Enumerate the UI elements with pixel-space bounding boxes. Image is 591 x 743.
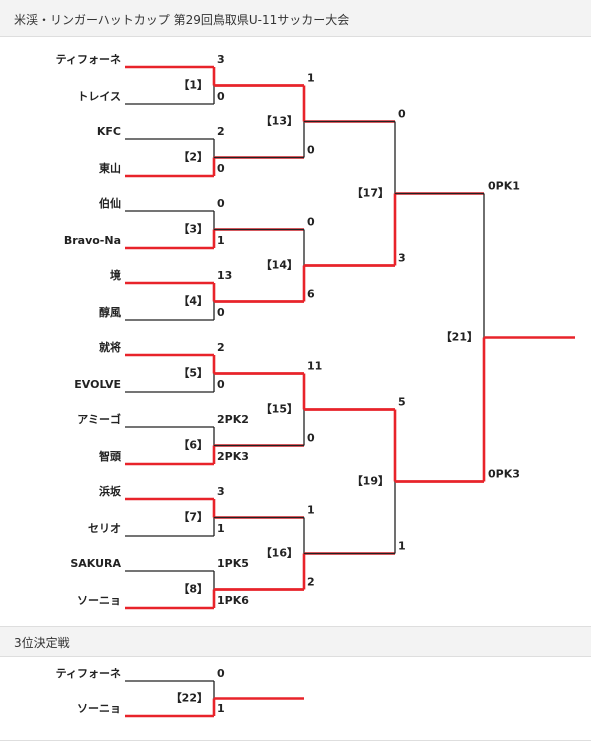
team-name: Bravo-Na [64,234,121,247]
round3-match-1-label: 【17】 [352,187,389,200]
round2-match-1-score-bottom: 0 [307,144,315,157]
round2-match-4-label: 【16】 [261,547,298,560]
round1-match-5-score-top: 2 [217,341,225,354]
team-name: トレイス [77,90,121,103]
round2-match-2-score-top: 0 [307,216,315,229]
round1-match-8-label: 【8】 [178,583,208,596]
third-place-match-label: 【22】 [171,692,208,705]
round2-match-3-score-top: 11 [307,360,322,373]
round1-match-2-score-bottom: 0 [217,162,225,175]
round2-match-3-label: 【15】 [261,403,298,416]
team-name: 浜坂 [99,484,122,498]
final-match-score-top: 0PK1 [488,180,520,193]
round1-match-6-label: 【6】 [178,439,208,452]
round1-match-1-score-bottom: 0 [217,90,225,103]
third-place-match-score-top: 0 [217,667,225,680]
round2-match-1-score-top: 1 [307,72,315,85]
round3-match-2-label: 【19】 [352,475,389,488]
round1-match-8-score-bottom: 1PK6 [217,594,249,607]
round1-match-7-score-bottom: 1 [217,522,225,535]
team-name: KFC [97,125,121,138]
team-name: 東山 [99,161,121,175]
team-name: ソーニョ [77,594,121,607]
round1-match-1-label: 【1】 [178,79,208,92]
round1-match-5-label: 【5】 [178,367,208,380]
round1-match-4-score-top: 13 [217,269,232,282]
round1-match-1-score-top: 3 [217,53,225,66]
round1-match-8-score-top: 1PK5 [217,557,249,570]
team-name: 智頭 [99,449,122,463]
bottom-divider [0,740,591,741]
round3-match-1-score-top: 0 [398,108,406,121]
third-place-match-score-bottom: 1 [217,702,225,715]
third-place-title: 3位決定戦 [14,636,70,650]
round2-match-3-score-bottom: 0 [307,432,315,445]
page-header: 米渓・リンガーハットカップ 第29回鳥取県U-11サッカー大会 [0,0,591,37]
team-name: SAKURA [70,557,121,570]
third-place-header: 3位決定戦 [0,626,591,657]
round1-match-6-score-bottom: 2PK3 [217,450,249,463]
team-name: 就将 [99,340,121,354]
page-title: 米渓・リンガーハットカップ 第29回鳥取県U-11サッカー大会 [14,13,350,27]
round2-match-4-score-bottom: 2 [307,576,315,589]
round3-match-2-score-top: 5 [398,396,406,409]
round2-match-2-label: 【14】 [261,259,298,272]
team-name: 境 [110,268,121,282]
team-name: EVOLVE [74,378,121,391]
round1-match-3-label: 【3】 [178,223,208,236]
round1-match-2-label: 【2】 [178,151,208,164]
round1-match-2-score-top: 2 [217,125,225,138]
third-place-team-name: ソーニョ [77,702,121,715]
round1-match-7-label: 【7】 [178,511,208,524]
round1-match-3-score-bottom: 1 [217,234,225,247]
round1-match-4-label: 【4】 [178,295,208,308]
round3-match-1-score-bottom: 3 [398,252,406,265]
round2-match-4-score-top: 1 [307,504,315,517]
team-name: ティフォーネ [56,53,121,66]
team-name: アミーゴ [77,412,121,426]
team-name: セリオ [88,522,121,535]
final-match-label: 【21】 [441,331,478,344]
round1-match-5-score-bottom: 0 [217,378,225,391]
team-name: 醇風 [99,305,121,319]
round3-match-2-score-bottom: 1 [398,540,406,553]
round1-match-3-score-top: 0 [217,197,225,210]
round2-match-1-label: 【13】 [261,115,298,128]
team-name: 伯仙 [99,196,121,210]
round1-match-6-score-top: 2PK2 [217,413,249,426]
round1-match-4-score-bottom: 0 [217,306,225,319]
round1-match-7-score-top: 3 [217,485,225,498]
round2-match-2-score-bottom: 6 [307,288,315,301]
final-match-score-bottom: 0PK3 [488,468,520,481]
third-place-team-name: ティフォーネ [56,667,121,680]
